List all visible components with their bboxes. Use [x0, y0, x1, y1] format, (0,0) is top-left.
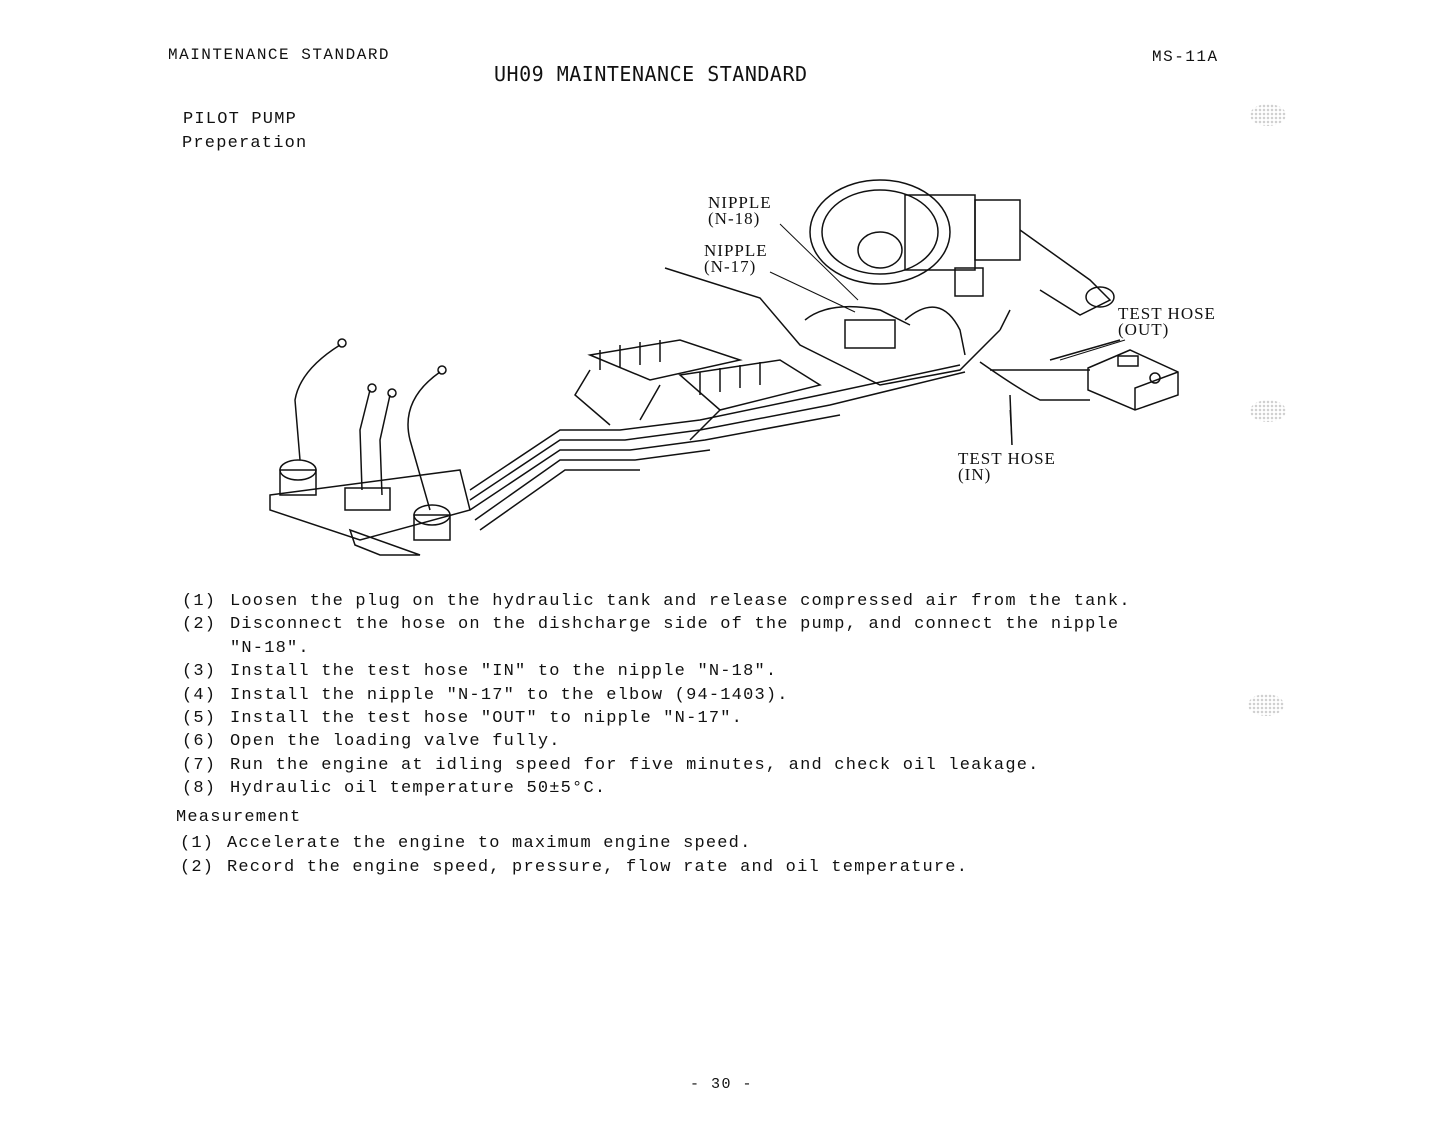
- step-number: (7): [182, 755, 217, 775]
- step-text: Install the test hose "OUT" to nipple "N…: [230, 709, 744, 729]
- measurement-title: Measurement: [176, 808, 302, 827]
- label-line: TEST HOSE: [958, 449, 1056, 468]
- label-line: (N-18): [708, 209, 761, 228]
- step-text: Loosen the plug on the hydraulic tank an…: [230, 592, 1131, 611]
- step-number: (5): [182, 709, 217, 729]
- step-item: (8) Hydraulic oil temperature 50±5°C.: [182, 777, 1131, 800]
- step-number: (3): [182, 662, 217, 682]
- label-line: TEST HOSE: [1118, 304, 1216, 323]
- step-text: Open the loading valve fully.: [230, 732, 561, 752]
- step-number: (2): [180, 858, 215, 877]
- section-subtitle: Preperation: [182, 134, 308, 153]
- step-text: Install the nipple "N-17" to the elbow (…: [230, 685, 789, 705]
- step-item: (2) Disconnect the hose on the dishcharge…: [182, 613, 1131, 636]
- step-item: (7) Run the engine at idling speed for fi…: [182, 754, 1131, 777]
- flow-tester: [1087, 349, 1179, 411]
- label-line: (OUT): [1118, 320, 1170, 339]
- scan-speck: [1248, 694, 1284, 716]
- page-number: - 30 -: [690, 1076, 754, 1093]
- step-text: Record the engine speed, pressure, flow …: [227, 858, 969, 877]
- step-item: (5) Install the test hose "OUT" to nipple…: [182, 707, 1131, 730]
- step-text: Install the test hose "IN" to the nipple…: [230, 662, 778, 682]
- step-text: Run the engine at idling speed for five …: [230, 755, 1040, 775]
- step-text: Disconnect the hose on the dishcharge si…: [230, 615, 1120, 635]
- label-line: (N-17): [704, 257, 757, 276]
- step-text: Hydraulic oil temperature 50±5°C.: [230, 779, 607, 799]
- label-test-hose-in: TEST HOSE (IN): [958, 449, 1056, 484]
- step-text: Accelerate the engine to maximum engine …: [227, 834, 752, 853]
- step-item: "N-18".: [182, 637, 1131, 660]
- step-number: (6): [182, 732, 217, 752]
- step-item: (6) Open the loading valve fully.: [182, 730, 1131, 753]
- step-number: (4): [182, 685, 217, 705]
- step-number: (2): [182, 615, 217, 635]
- label-nipple-n18: NIPPLE (N-18): [708, 193, 772, 228]
- section-title: PILOT PUMP: [183, 110, 298, 129]
- pipe-bundle: [269, 364, 966, 541]
- label-line: NIPPLE: [704, 241, 768, 260]
- step-number: (1): [180, 834, 215, 853]
- step-number: (8): [182, 779, 217, 799]
- hoses: [664, 267, 1121, 446]
- scan-speck: [1250, 104, 1286, 126]
- control-valves: [587, 339, 822, 411]
- step-number: (1): [182, 592, 217, 611]
- step-item: (3) Install the test hose "IN" to the nip…: [182, 660, 1131, 683]
- preparation-steps: (1) Loosen the plug on the hydraulic tank…: [182, 590, 1131, 801]
- document-code: MS-11A: [1152, 48, 1219, 66]
- header-left: MAINTENANCE STANDARD: [168, 46, 391, 64]
- label-line: (IN): [958, 465, 992, 484]
- scan-speck: [1250, 400, 1286, 422]
- label-line: NIPPLE: [708, 193, 772, 212]
- step-item: (1) Loosen the plug on the hydraulic tank…: [182, 590, 1131, 613]
- label-test-hose-out: TEST HOSE (OUT): [1118, 304, 1216, 339]
- label-nipple-n17: NIPPLE (N-17): [704, 241, 768, 276]
- step-item: (2) Record the engine speed, pressure, fl…: [180, 856, 968, 880]
- step-item: (1) Accelerate the engine to maximum engi…: [180, 832, 968, 856]
- step-item: (4) Install the nipple "N-17" to the elbo…: [182, 684, 1131, 707]
- measurement-steps: (1) Accelerate the engine to maximum engi…: [180, 832, 968, 880]
- pilot-levers: [279, 338, 451, 556]
- page-title: UH09 MAINTENANCE STANDARD: [494, 62, 808, 86]
- pilot-pump-assembly: [809, 179, 1115, 316]
- step-text: "N-18".: [230, 638, 310, 658]
- leader-lines: [769, 223, 1126, 446]
